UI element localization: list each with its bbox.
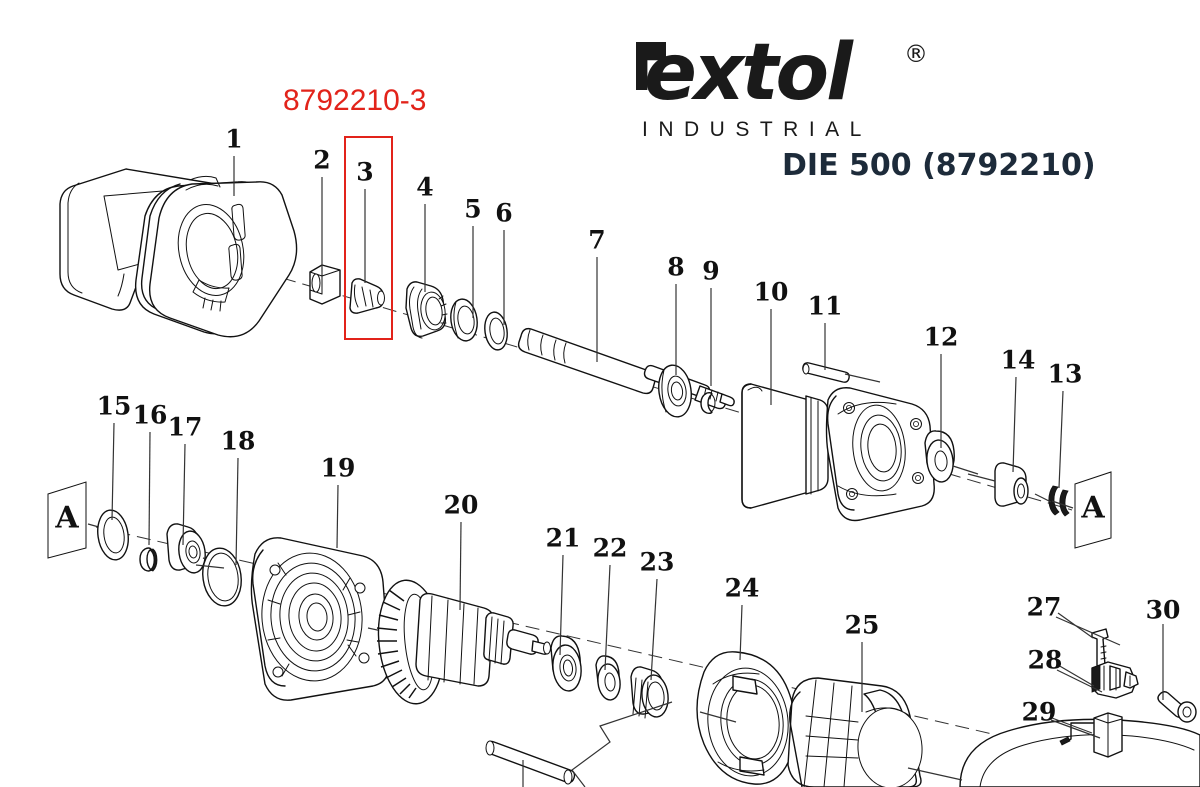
part-7-spindle-shaft [517, 327, 735, 410]
rear-housing-shell [907, 718, 1200, 787]
long-screw-bottom [485, 701, 673, 787]
callout-number-6: 6 [495, 198, 513, 228]
part-5-washer [450, 298, 478, 342]
brand-wordmark: extol [644, 28, 853, 118]
registered-trademark-icon: ® [904, 40, 928, 68]
callout-number-2: 2 [313, 145, 331, 175]
callout-number-5: 5 [464, 194, 482, 224]
callout-number-3: 3 [356, 157, 374, 187]
part-11-dowel-pin [802, 362, 881, 383]
callout-number-15: 15 [96, 391, 132, 421]
leader-line-29 [1050, 719, 1101, 739]
part-22-washer [595, 655, 621, 701]
part-8-ball-bearing [658, 364, 692, 418]
leader-line-14 [1012, 376, 1017, 473]
part-15-washer-large [97, 509, 129, 561]
callout-number-18: 18 [220, 426, 256, 456]
callout-number-1: 1 [225, 124, 243, 154]
part-9-circlip [700, 391, 716, 415]
leader-line-17 [182, 443, 186, 546]
callout-number-10: 10 [753, 277, 789, 307]
callout-number-11: 11 [807, 291, 843, 321]
part-2-hex-nut [309, 264, 341, 305]
part-12-ball-bearing [924, 430, 979, 483]
leader-line-22 [604, 564, 611, 671]
part-16-spring-washer [139, 547, 158, 572]
callout-number-17: 17 [167, 412, 203, 442]
callout-number-13: 13 [1047, 359, 1083, 389]
highlighted-part-number: 8792210-3 [283, 84, 427, 117]
leader-line-15 [111, 422, 115, 521]
callout-number-29: 29 [1021, 697, 1057, 727]
brand-logo: extol ® INDUSTRIAL [636, 34, 936, 144]
part-6-flat-ring [484, 311, 508, 351]
part-29-carbon-brush [1051, 712, 1123, 758]
highlight-box [344, 136, 393, 340]
leader-line-23 [650, 578, 658, 681]
leader-line-16 [148, 431, 151, 546]
leader-line-28 [1056, 669, 1103, 693]
section-marker-label: A [55, 500, 79, 536]
part-3-collet [349, 278, 385, 314]
callout-number-9: 9 [702, 256, 720, 286]
leader-line-20 [459, 521, 462, 611]
callout-number-30: 30 [1145, 595, 1181, 625]
leader-line-21 [559, 554, 564, 656]
callout-number-22: 22 [592, 533, 628, 563]
callout-number-27: 27 [1026, 592, 1062, 622]
callout-number-4: 4 [416, 172, 434, 202]
part-13-spring-clip [1034, 485, 1070, 517]
part-20-armature-rotor [376, 579, 551, 705]
part-17-bearing-small [166, 523, 223, 574]
callout-number-21: 21 [545, 523, 581, 553]
callout-number-25: 25 [844, 610, 880, 640]
part-10-motor-barrel-housing [741, 383, 935, 522]
callout-number-16: 16 [132, 400, 168, 430]
section-marker-label: A [1081, 490, 1105, 526]
part-25-stator-field-coil [787, 677, 923, 787]
callout-leader-lines [111, 156, 1164, 739]
part-19-gear-housing-plate [250, 537, 397, 701]
callout-number-20: 20 [443, 490, 479, 520]
part-30-lever-pin [1157, 691, 1197, 723]
part-14-bushing-sleeve [967, 462, 1029, 507]
section-marker-a-right [1051, 471, 1112, 549]
part-23-needle-bearing [630, 666, 669, 719]
brand-subtitle: INDUSTRIAL [642, 118, 872, 141]
callout-number-19: 19 [320, 453, 356, 483]
callout-number-28: 28 [1027, 645, 1063, 675]
callout-number-7: 7 [588, 225, 606, 255]
callout-number-14: 14 [1000, 345, 1036, 375]
leader-line-27 [1055, 616, 1121, 646]
leader-line-13 [1058, 390, 1064, 489]
part-21-ball-bearing [550, 635, 582, 692]
part-28-switch-assembly [1057, 661, 1139, 699]
leader-line-24 [739, 604, 743, 661]
callout-number-24: 24 [724, 573, 760, 603]
callout-number-23: 23 [639, 547, 675, 577]
leader-line-19 [336, 484, 339, 549]
leader-line-18 [235, 457, 239, 566]
callout-number-12: 12 [923, 322, 959, 352]
part-24-brush-holder-ring [696, 651, 797, 785]
part-18-o-ring [195, 547, 242, 607]
part-4-collet-nut [405, 281, 448, 339]
callout-number-8: 8 [667, 252, 685, 282]
part-1-front-housing [59, 168, 298, 338]
model-title: DIE 500 (8792210) [782, 148, 1096, 183]
